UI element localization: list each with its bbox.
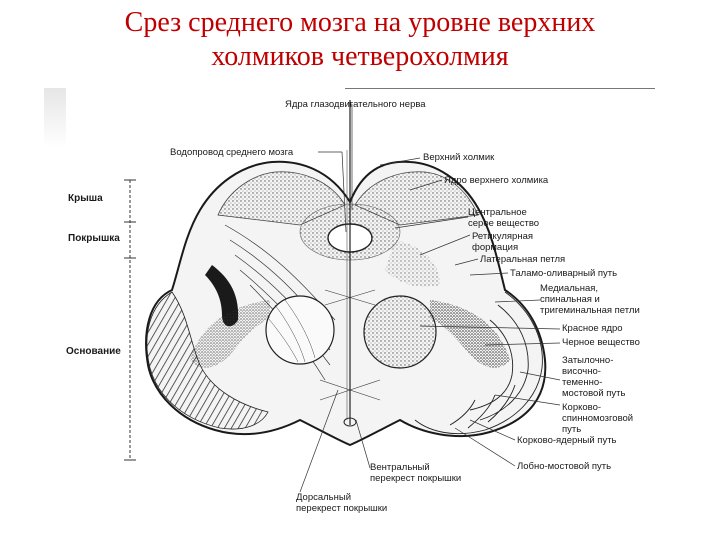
substantia-nigra-right (430, 300, 510, 368)
crus-cerebri-right (414, 291, 543, 435)
interpeduncular-mark (343, 417, 357, 427)
label-thalamo-olivary: Таламо-оливарный путь (510, 268, 617, 279)
title-line-2: холмиков четверохолмия (211, 41, 509, 72)
side-label-tegmentum: Покрышка (68, 233, 120, 244)
label-corticonuclear: Корково-ядерный путь (517, 435, 617, 446)
title-rule (345, 88, 655, 89)
label-ventral-decussation-1: Вентральный (370, 462, 430, 473)
label-reticular-1: Ретикулярная (472, 231, 533, 242)
label-dorsal-decussation-1: Дорсальный (296, 492, 351, 503)
crus-cerebri-left (146, 291, 269, 430)
label-lemnisci-2: спинальная и (540, 294, 600, 305)
corner-shade (44, 88, 66, 148)
red-nucleus-right (363, 295, 437, 369)
slide-title: Срез среднего мозга на уровне верхних хо… (0, 6, 720, 74)
label-lemnisci-1: Медиальная, (540, 283, 598, 294)
leader-lines (299, 104, 561, 493)
label-otp-1: Затылочно- (562, 355, 613, 366)
side-bracket (124, 179, 136, 461)
lemniscus-band-left (205, 265, 239, 327)
label-sc-nucleus: Ядро верхнего холмика (444, 175, 549, 186)
label-corticospinal-1: Корково- (562, 402, 601, 413)
label-lateral-lemniscus: Латеральная петля (480, 254, 565, 265)
substantia-nigra-left (190, 300, 270, 368)
decussation-fibers (319, 289, 381, 401)
label-aqueduct: Водопровод среднего мозга (170, 147, 294, 158)
red-nucleus-left-fibers (267, 299, 316, 363)
label-frontopontine: Лобно-мостовой путь (517, 461, 611, 472)
label-otp-4: мостовой путь (562, 388, 626, 399)
label-ventral-decussation-2: перекрест покрышки (370, 473, 461, 484)
label-corticospinal-3: путь (562, 424, 581, 435)
label-central-gray-1: Центральное (468, 207, 527, 218)
label-oculomotor-nuclei: Ядра глазодвигательного нерва (285, 99, 426, 110)
label-reticular-2: формация (472, 242, 518, 253)
red-nucleus-left (265, 295, 335, 365)
midbrain-outline (145, 160, 547, 447)
title-line-1: Срез среднего мозга на уровне верхних (124, 7, 596, 38)
label-corticospinal-2: спинномозговой (562, 413, 633, 424)
side-label-base: Основание (66, 346, 121, 357)
label-dorsal-decussation-2: перекрест покрышки (296, 503, 387, 514)
label-lemnisci-3: тригеминальная петли (540, 305, 640, 316)
label-otp-2: височно- (562, 366, 601, 377)
label-otp-3: теменно- (562, 377, 602, 388)
reticular-formation (385, 240, 440, 287)
superior-colliculus-left (217, 171, 346, 226)
label-substantia-nigra: Черное вещество (562, 337, 640, 348)
superior-colliculus-right (354, 171, 479, 226)
label-central-gray-2: серое вещество (468, 218, 539, 229)
side-label-tectum: Крыша (68, 193, 103, 204)
label-superior-colliculus: Верхний холмик (423, 152, 495, 163)
label-red-nucleus: Красное ядро (562, 323, 623, 334)
